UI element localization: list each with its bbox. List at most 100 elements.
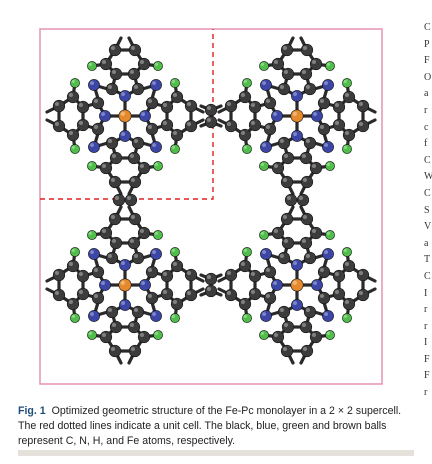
carbon-atom-highlight	[129, 69, 134, 74]
carbon-atom-highlight	[162, 102, 167, 107]
carbon-atom	[137, 57, 151, 71]
nitrogen-atom-meso	[150, 79, 162, 91]
nitrogen-atom-meso-highlight	[90, 250, 94, 254]
carbon-atom-highlight	[101, 163, 106, 168]
supercell-border	[39, 28, 383, 385]
carbon-atom-highlight	[110, 214, 115, 219]
hydrogen-atom	[70, 78, 80, 88]
hydrogen-atom-highlight	[71, 145, 75, 149]
hydrogen-atom	[153, 61, 163, 71]
carbon-atom-highlight	[68, 130, 73, 135]
carbon-atom-highlight	[107, 307, 112, 312]
nitrogen-atom-pyrrole	[291, 130, 303, 142]
carbon-atom	[76, 269, 90, 283]
carbon-atom-highlight	[101, 332, 106, 337]
carbon-atom	[277, 251, 291, 265]
carbon-atom-highlight	[130, 177, 135, 182]
nitrogen-atom-meso	[88, 141, 100, 153]
carbon-atom-highlight	[130, 214, 135, 219]
carbon-atom-highlight	[162, 289, 167, 294]
carbon-atom	[317, 265, 331, 279]
carbon-atom	[170, 297, 184, 311]
nitrogen-atom-pyrrole-highlight	[313, 112, 318, 116]
nitrogen-atom-pyrrole	[271, 279, 283, 291]
carbon-atom	[317, 122, 331, 136]
nitrogen-atom-meso-highlight	[262, 81, 267, 85]
nitrogen-atom-pyrrole	[119, 130, 131, 142]
caption-divider	[18, 450, 414, 456]
carbon-atom-bridge-highlight	[206, 274, 211, 279]
nitrogen-atom-pyrrole-highlight	[121, 261, 125, 266]
carbon-atom-bridge-highlight	[206, 117, 211, 122]
carbon-atom	[76, 100, 90, 114]
nitrogen-atom-meso	[260, 141, 272, 153]
carbon-atom	[309, 161, 323, 175]
right-column-char: I	[424, 337, 428, 349]
carbon-atom	[52, 99, 66, 113]
carbon-atom	[91, 96, 105, 110]
carbon-atom-highlight	[78, 120, 83, 125]
nitrogen-atom-pyrrole	[99, 279, 111, 291]
carbon-atom	[271, 226, 285, 240]
hydrogen-atom-highlight	[326, 62, 331, 66]
hydrogen-atom	[153, 230, 163, 240]
carbon-atom-bridge	[284, 193, 298, 207]
carbon-atom	[342, 259, 356, 273]
carbon-atom	[303, 251, 317, 265]
carbon-atom-highlight	[147, 98, 152, 103]
hydrogen-atom-highlight	[343, 314, 348, 319]
carbon-atom	[137, 161, 151, 175]
nitrogen-atom-meso	[88, 310, 100, 322]
nitrogen-atom-meso	[260, 248, 272, 260]
hydrogen-atom-highlight	[171, 79, 175, 83]
carbon-atom-highlight	[358, 121, 363, 126]
carbon-atom-highlight	[172, 130, 177, 135]
carbon-atom	[356, 268, 370, 282]
carbon-atom	[356, 99, 370, 113]
carbon-atom	[224, 119, 238, 133]
nitrogen-atom-meso-highlight	[324, 312, 329, 317]
hydrogen-atom-highlight	[260, 331, 265, 336]
carbon-atom-highlight	[111, 153, 116, 158]
carbon-atom	[300, 344, 314, 358]
hydrogen-atom	[87, 161, 97, 171]
carbon-atom	[108, 212, 122, 226]
hydrogen-atom-highlight	[260, 162, 265, 166]
carbon-atom-highlight	[311, 332, 316, 337]
carbon-atom	[128, 212, 142, 226]
nitrogen-atom-meso	[322, 248, 334, 260]
carbon-atom-highlight	[305, 138, 310, 143]
hydrogen-atom	[87, 61, 97, 71]
carbon-atom	[356, 288, 370, 302]
carbon-atom-highlight	[279, 84, 284, 89]
carbon-atom	[356, 119, 370, 133]
carbon-atom-highlight	[319, 267, 324, 272]
carbon-atom-highlight	[139, 228, 144, 233]
carbon-atom	[280, 43, 294, 57]
hydrogen-atom-highlight	[343, 79, 348, 83]
nitrogen-atom-pyrrole	[271, 110, 283, 122]
carbon-atom-highlight	[93, 98, 98, 103]
hydrogen-atom	[170, 144, 180, 154]
nitrogen-atom-pyrrole	[99, 110, 111, 122]
hydrogen-atom	[242, 144, 252, 154]
hydrogen-atom	[170, 313, 180, 323]
right-column-char: r	[424, 304, 428, 316]
hydrogen-atom	[242, 247, 252, 257]
hydrogen-atom	[153, 161, 163, 171]
carbon-atom-highlight	[334, 120, 339, 125]
carbon-atom-highlight	[282, 346, 287, 351]
iron-atom-highlight	[292, 280, 297, 285]
hydrogen-atom	[259, 230, 269, 240]
nitrogen-atom-pyrrole-highlight	[141, 112, 145, 116]
carbon-atom	[66, 90, 80, 104]
carbon-atom-highlight	[107, 84, 112, 89]
carbon-atom-bridge	[296, 193, 310, 207]
nitrogen-atom-pyrrole	[139, 279, 151, 291]
carbon-atom	[317, 291, 331, 305]
right-column-char: C	[424, 187, 431, 199]
carbon-atom-highlight	[334, 271, 339, 276]
carbon-atom	[342, 90, 356, 104]
carbon-atom-highlight	[344, 261, 349, 266]
